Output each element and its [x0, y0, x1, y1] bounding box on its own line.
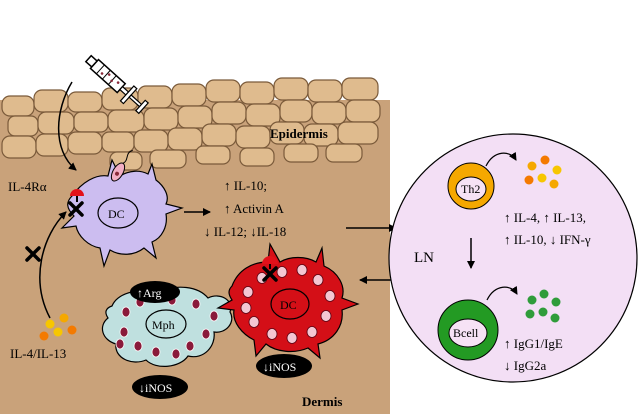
cytokine-profile-line2: ↑ Activin A: [224, 201, 285, 216]
block-x-icon: [262, 266, 278, 282]
dc-left-nucleus: [97, 197, 139, 229]
cytokine-profile-line3: ↓ IL-12; ↓IL-18: [204, 224, 286, 239]
th2-label: Th2: [461, 182, 480, 196]
cytokine-profile-line1: ↑ IL-10;: [224, 178, 267, 193]
ln-label: LN: [414, 250, 434, 266]
bcell-secretion-arrow: [486, 285, 518, 301]
arg-badge: ↑Arg: [130, 281, 180, 303]
receptor-label: IL-4Rα: [8, 179, 47, 194]
dc-right-label: DC: [280, 298, 297, 312]
bcell-label: Bcell: [453, 326, 479, 340]
th2-output-line2: ↑ IL-10, ↓ IFN-γ: [504, 232, 591, 247]
inos-badge-macrophage: ↓iNOS: [132, 375, 188, 399]
dc-right-nucleus: [270, 288, 310, 320]
antibody-dots: [525, 289, 561, 323]
bcell: Bcell: [437, 299, 499, 361]
bcell-output-line1: ↑ IgG1/IgE: [504, 336, 563, 351]
inos-badge-dc: ↓iNOS: [256, 354, 312, 378]
dendritic-cell-left: DC: [60, 158, 185, 269]
skin-tissue: Epidermis Dermis: [0, 77, 390, 414]
macrophage-nucleus: [145, 309, 187, 339]
macrophage-label: Mph: [152, 318, 175, 332]
bcell-output-line2: ↓ IgG2a: [504, 358, 546, 373]
th2-cytokine-dots: [524, 155, 562, 189]
th2-secretion-arrow: [485, 151, 517, 167]
inos-mph-label: ↓iNOS: [139, 381, 172, 395]
dc-left-label: DC: [108, 207, 125, 221]
inos-dc-label: ↓iNOS: [263, 360, 296, 374]
syringe-icon: [84, 54, 150, 115]
dermis-label: Dermis: [302, 394, 342, 409]
block-x-icon: [25, 246, 41, 262]
epidermis-label: Epidermis: [270, 126, 328, 141]
il4r-receptor-icon: [262, 256, 278, 269]
macrophage: Mph: [101, 286, 233, 367]
th2-output-line1: ↑ IL-4, ↑ IL-13,: [504, 210, 586, 225]
cytokine-arrow: [39, 211, 67, 319]
cytokine-label: IL-4/IL-13: [10, 346, 66, 361]
parasite-icon: [110, 150, 133, 182]
lymph-node: LN Th2 ↑ IL-4, ↑ IL-13, ↑ IL-10, ↓ IFN-γ…: [388, 133, 638, 383]
injection-path: [57, 81, 77, 171]
th2-cell: Th2: [447, 162, 495, 210]
arg-label: ↑Arg: [137, 286, 161, 300]
il4r-receptor-icon: [70, 189, 84, 202]
block-x-icon: [68, 201, 84, 217]
dendritic-cell-right: DC: [216, 242, 360, 360]
cytokine-dots: [39, 313, 77, 341]
